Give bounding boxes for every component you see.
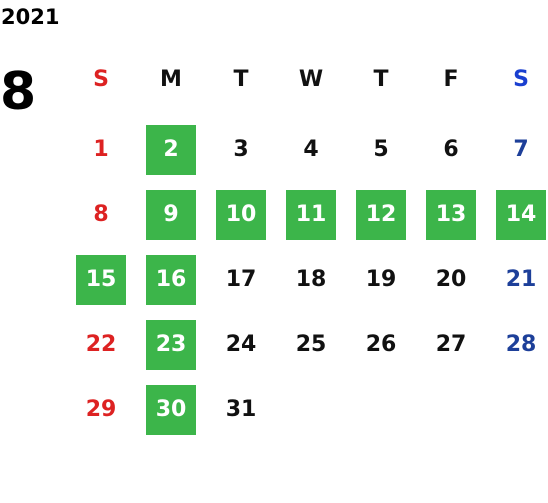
weekday-header-3: W <box>298 67 324 92</box>
day-cell-5[interactable]: 5 <box>373 137 389 162</box>
day-cell-20[interactable]: 20 <box>435 267 467 292</box>
day-cell-31[interactable]: 31 <box>225 397 257 422</box>
day-cell-1[interactable]: 1 <box>93 137 109 162</box>
weekday-header-0: S <box>93 67 109 92</box>
month-label: 8 <box>0 62 37 122</box>
weekday-header-4: T <box>373 67 389 92</box>
day-cell-7[interactable]: 7 <box>513 137 529 162</box>
weekday-header-6: S <box>513 67 529 92</box>
day-cell-8[interactable]: 8 <box>93 202 109 227</box>
day-cell-13[interactable]: 13 <box>426 190 476 240</box>
day-cell-29[interactable]: 29 <box>85 397 117 422</box>
day-cell-17[interactable]: 17 <box>225 267 257 292</box>
day-cell-9[interactable]: 9 <box>146 190 196 240</box>
day-cell-23[interactable]: 23 <box>146 320 196 370</box>
weekday-header-2: T <box>233 67 249 92</box>
day-cell-6[interactable]: 6 <box>443 137 459 162</box>
day-cell-3[interactable]: 3 <box>233 137 249 162</box>
day-cell-10[interactable]: 10 <box>216 190 266 240</box>
day-cell-22[interactable]: 22 <box>85 332 117 357</box>
day-cell-26[interactable]: 26 <box>365 332 397 357</box>
day-cell-24[interactable]: 24 <box>225 332 257 357</box>
day-cell-30[interactable]: 30 <box>146 385 196 435</box>
day-cell-2[interactable]: 2 <box>146 125 196 175</box>
day-cell-14[interactable]: 14 <box>496 190 546 240</box>
day-cell-11[interactable]: 11 <box>286 190 336 240</box>
day-cell-21[interactable]: 21 <box>505 267 537 292</box>
weekday-header-1: M <box>160 67 182 92</box>
day-cell-19[interactable]: 19 <box>365 267 397 292</box>
day-cell-4[interactable]: 4 <box>303 137 319 162</box>
day-cell-27[interactable]: 27 <box>435 332 467 357</box>
day-cell-16[interactable]: 16 <box>146 255 196 305</box>
day-cell-28[interactable]: 28 <box>505 332 537 357</box>
day-cell-18[interactable]: 18 <box>295 267 327 292</box>
weekday-header-5: F <box>443 67 459 92</box>
day-cell-12[interactable]: 12 <box>356 190 406 240</box>
day-cell-25[interactable]: 25 <box>295 332 327 357</box>
day-cell-15[interactable]: 15 <box>76 255 126 305</box>
year-label: 2021 <box>1 5 60 29</box>
